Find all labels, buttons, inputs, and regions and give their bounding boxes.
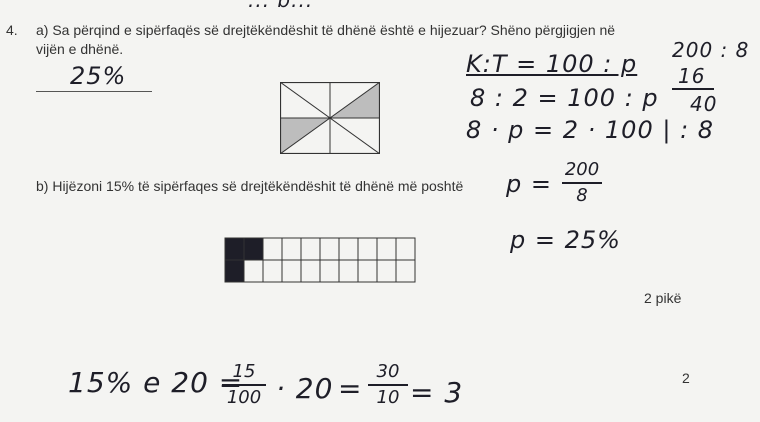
handwriting-fraction-1: 15 100 [222,362,266,408]
shaded-rectangle-figure [280,82,380,154]
grid-cell [376,237,397,261]
handwriting-bottom-prefix: 15% e 20 = [68,366,244,399]
division-line [672,88,714,90]
part-a-question-line2: vijën e dhënë. [36,41,124,57]
grid-cell [338,237,359,261]
page-mark: 2 [682,370,690,386]
grid-cell [338,259,359,283]
grid-cell [243,259,264,283]
handwriting-division-mid: 16 [678,64,706,88]
grid-cell [281,237,302,261]
handwriting-bottom-result: = 3 [410,376,464,409]
part-a-answer: 25% [70,62,127,90]
grid-cell [376,259,397,283]
points-label: 2 pikë [644,290,682,306]
handwriting-top-partial: ... b... [248,0,314,12]
grid-cell-shaded [224,237,245,261]
handwriting-p-result: p = 25% [510,226,621,254]
grid-cell [395,237,416,261]
grid-cell [357,237,378,261]
grid-cell [300,259,321,283]
handwriting-p-fraction: 200 8 [562,160,602,206]
grid-cell-shaded [224,259,245,283]
handwriting-division-bottom: 40 [690,92,718,116]
grid-cell [262,259,283,283]
handwriting-fraction-2: 30 10 [368,362,408,408]
handwriting-proportion-1: K:T = 100 : p [466,50,638,78]
grid-cell [319,237,340,261]
handwriting-equals: = [338,372,363,405]
part-b-question: b) Hijëzoni 15% të sipërfaqes së drejtëk… [36,178,464,194]
grid-cell [281,259,302,283]
part-a-question-line1: a) Sa përqind e sipërfaqës së drejtëkënd… [36,22,616,38]
answer-line [36,91,152,92]
handwriting-division-top: 200 : 8 [672,38,750,62]
handwriting-equation-3: 8 · p = 2 · 100 | : 8 [466,116,715,144]
grid-cell [300,237,321,261]
grid-cell-shaded [243,237,264,261]
handwriting-proportion-2: 8 : 2 = 100 : p [470,84,659,112]
grid-cell [395,259,416,283]
grid-cell [357,259,378,283]
grid-cell [319,259,340,283]
handwriting-times: · 20 [276,372,334,405]
grid-cell [262,237,283,261]
question-number: 4. [6,22,18,38]
percentage-grid [224,237,416,283]
handwriting-p-equals: p = [506,170,552,198]
